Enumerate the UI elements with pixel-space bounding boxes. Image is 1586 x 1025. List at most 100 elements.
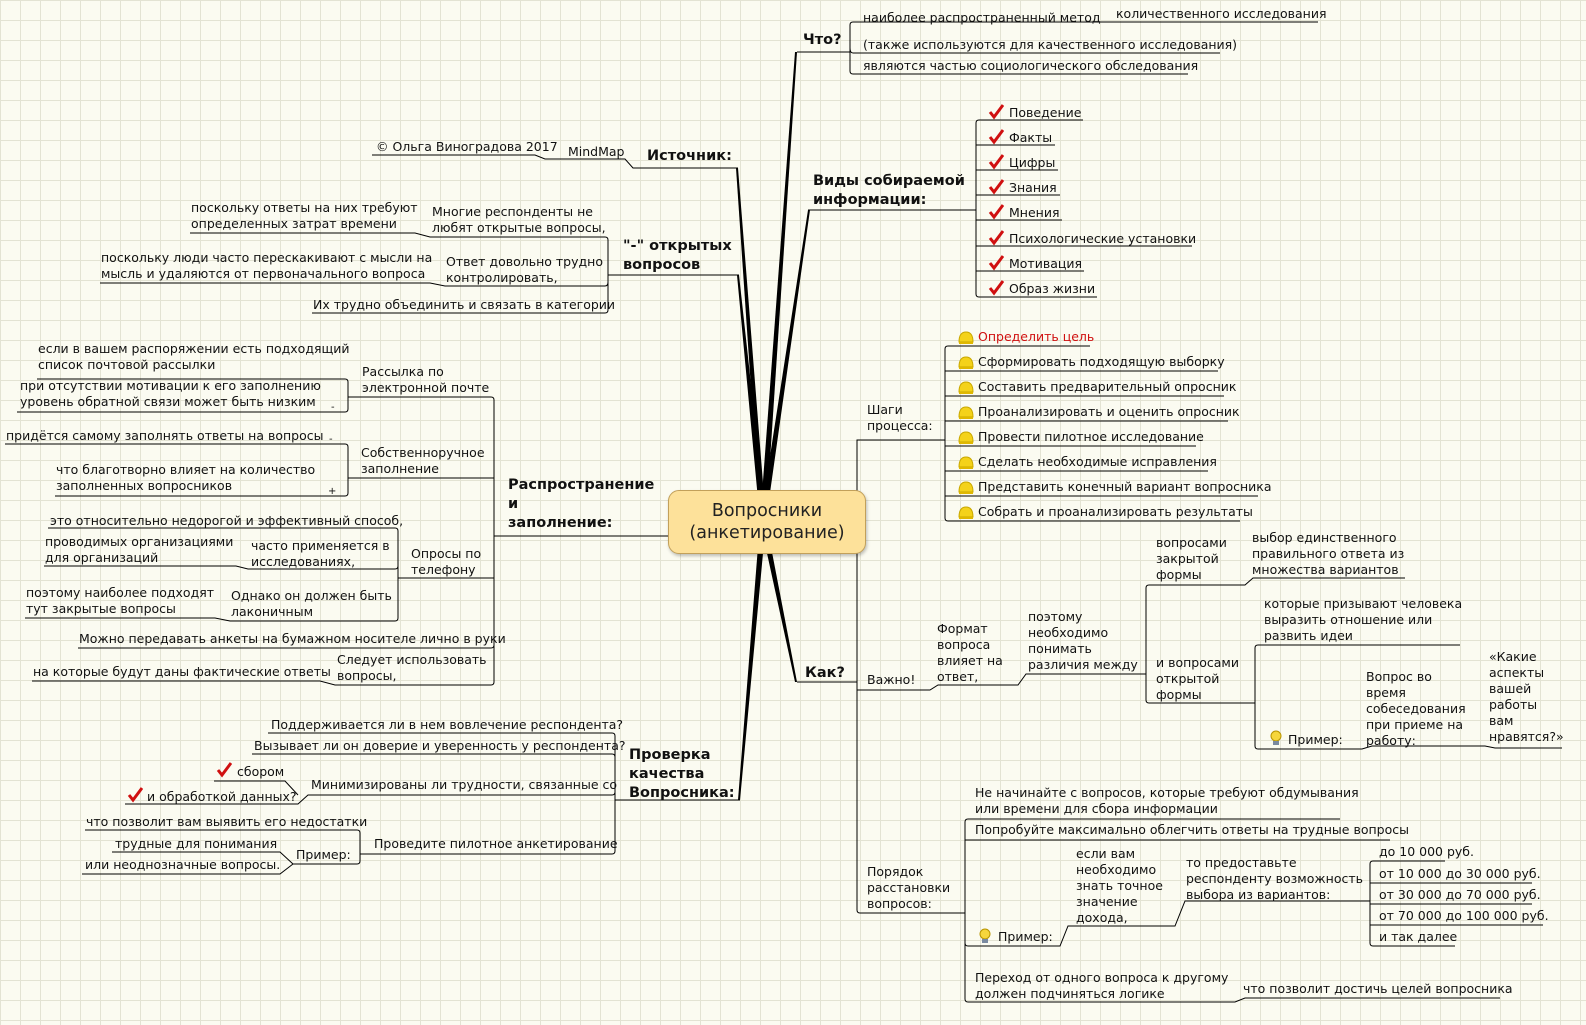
distrib-self-2[interactable]: что благотворно влияет на количество зап… — [56, 462, 316, 493]
distrib-phone-3a[interactable]: поэтому наиболее подходят тут закрытые в… — [26, 585, 215, 616]
topic-source[interactable]: Источник: — [647, 148, 732, 164]
income-range[interactable]: от 30 000 до 70 000 руб. — [1379, 887, 1541, 902]
distrib-phone-3[interactable]: Однако он должен быть лаконичным — [231, 588, 392, 619]
how-example-answer[interactable]: «Какие аспекты вашей работы вам нравятся… — [1489, 649, 1564, 744]
kinds-item[interactable]: Мотивация — [1009, 256, 1083, 271]
lamp-icon — [958, 331, 974, 344]
distrib-phone-2[interactable]: часто применяется в исследованиях, — [251, 538, 390, 569]
quality-q3b[interactable]: и обработкой данных? — [147, 789, 297, 804]
distrib-use[interactable]: Следует использовать вопросы, — [337, 652, 487, 683]
order-rule-4a[interactable]: что позволит достичь целей вопросника — [1243, 981, 1513, 996]
minus-node-a[interactable]: Многие респонденты не любят открытые воп… — [432, 204, 606, 235]
checkmark-icon — [988, 154, 1004, 170]
income-range[interactable]: до 10 000 руб. — [1379, 844, 1474, 859]
minus-node-b[interactable]: Ответ довольно трудно контролировать, — [446, 254, 603, 285]
steps-item[interactable]: Собрать и проанализировать результаты — [978, 504, 1253, 519]
quality-q1[interactable]: Поддерживается ли в нем вовлечение респо… — [271, 717, 624, 732]
how-open-1[interactable]: которые призывают человека выразить отно… — [1264, 596, 1463, 643]
steps-item[interactable]: Определить цель — [978, 329, 1095, 344]
minus-node-a1[interactable]: поскольку ответы на них требуют определе… — [191, 200, 418, 231]
how-order[interactable]: Порядок расстановки вопросов: — [867, 864, 951, 911]
source-mindmap[interactable]: MindMap — [568, 144, 625, 159]
distrib-phone-2a[interactable]: проводимых организациями для организаций — [45, 534, 234, 565]
checkmark-icon — [988, 179, 1004, 195]
minus-node-b1[interactable]: поскольку люди часто перескакивают с мыс… — [101, 250, 433, 281]
kinds-item[interactable]: Факты — [1009, 130, 1053, 145]
steps-item[interactable]: Сформировать подходящую выборку — [978, 354, 1225, 369]
lamp-icon — [958, 406, 974, 419]
source-copyright[interactable]: © Ольга Виноградова 2017 — [376, 139, 558, 154]
topic-distribution[interactable]: Распространение и заполнение: — [508, 477, 655, 531]
minus-marker: - — [331, 402, 335, 413]
distrib-self-1[interactable]: придётся самому заполнять ответы на вопр… — [6, 428, 324, 443]
checkmark-icon — [988, 104, 1004, 120]
how-format[interactable]: Формат вопроса влияет на ответ, — [937, 621, 1003, 684]
distrib-email-2[interactable]: при отсутствии мотивации к его заполнени… — [20, 378, 321, 409]
minus-marker: - — [329, 434, 333, 445]
topic-what[interactable]: Что? — [803, 32, 842, 48]
kinds-item[interactable]: Мнения — [1009, 205, 1060, 220]
distrib-email-1[interactable]: если в вашем распоряжении есть подходящи… — [38, 341, 350, 372]
distrib-self[interactable]: Собственноручное заполнение — [361, 445, 485, 476]
steps-item[interactable]: Составить предварительный опросник — [978, 379, 1237, 394]
income-range[interactable]: от 70 000 до 100 000 руб. — [1379, 908, 1549, 923]
what-node-1a[interactable]: количественного исследования — [1116, 6, 1327, 21]
how-example[interactable]: Пример: — [1288, 732, 1343, 747]
distrib-paper[interactable]: Можно передавать анкеты на бумажном носи… — [79, 631, 506, 646]
quality-example[interactable]: Пример: — [296, 847, 351, 862]
kinds-item[interactable]: Поведение — [1009, 105, 1082, 120]
lightbulb-icon — [1270, 730, 1282, 745]
topic-kinds[interactable]: Виды собираемой информации: — [813, 173, 965, 208]
lamp-icon — [958, 381, 974, 394]
how-closed-1[interactable]: выбор единственного правильного ответа и… — [1252, 530, 1405, 577]
topic-open-minus[interactable]: "-" открытых вопросов — [623, 238, 732, 273]
quality-p2[interactable]: трудные для понимания — [115, 836, 278, 851]
how-example-question[interactable]: Вопрос во время собеседования при приеме… — [1366, 669, 1466, 748]
quality-q3a[interactable]: сбором — [237, 764, 285, 779]
distrib-phone[interactable]: Опросы по телефону — [411, 546, 482, 577]
distrib-email[interactable]: Рассылка по электронной почте — [362, 364, 490, 395]
steps-item[interactable]: Сделать необходимые исправления — [978, 454, 1217, 469]
topic-how[interactable]: Как? — [805, 665, 845, 681]
checkmark-icon — [988, 204, 1004, 220]
checkmark-icon — [988, 255, 1004, 271]
quality-pilot[interactable]: Проведите пилотное анкетирование — [374, 836, 618, 851]
quality-q3[interactable]: Минимизированы ли трудности, связанные с… — [311, 777, 618, 792]
income-range[interactable]: от 10 000 до 30 000 руб. — [1379, 866, 1541, 881]
distrib-phone-1[interactable]: это относительно недорогой и эффективный… — [50, 513, 404, 528]
lamp-icon — [958, 506, 974, 519]
income-range[interactable]: и так далее — [1379, 929, 1458, 944]
how-open[interactable]: и вопросами открытой формы — [1156, 655, 1239, 702]
order-rule-1[interactable]: Не начинайте с вопросов, которые требуют… — [975, 785, 1359, 816]
kinds-item[interactable]: Знания — [1009, 180, 1057, 195]
minus-node-c[interactable]: Их трудно объединить и связать в категор… — [313, 297, 616, 312]
how-important[interactable]: Важно! — [867, 672, 916, 687]
kinds-item[interactable]: Цифры — [1009, 155, 1056, 170]
steps-item[interactable]: Провести пилотное исследование — [978, 429, 1204, 444]
order-rule-4[interactable]: Переход от одного вопроса к другому долж… — [975, 970, 1229, 1001]
order-rule-2[interactable]: Попробуйте максимально облегчить ответы … — [975, 822, 1409, 837]
what-node-1[interactable]: наиболее распространенный метод — [863, 10, 1101, 25]
how-closed[interactable]: вопросами закрытой формы — [1156, 535, 1227, 582]
quality-p1[interactable]: что позволит вам выявить его недостатки — [86, 814, 368, 829]
checkmark-icon — [988, 280, 1004, 296]
steps-item[interactable]: Проанализировать и оценить опросник — [978, 404, 1240, 419]
steps-item[interactable]: Представить конечный вариант вопросника — [978, 479, 1272, 494]
topic-quality[interactable]: Проверка качества Вопросника: — [629, 747, 735, 801]
quality-q2[interactable]: Вызывает ли он доверие и уверенность у р… — [254, 738, 626, 753]
what-node-2[interactable]: (также используются для качественного ис… — [863, 37, 1238, 52]
quality-p3[interactable]: или неоднозначные вопросы. — [85, 857, 281, 872]
order-example-a[interactable]: если вам необходимо знать точное значени… — [1076, 846, 1163, 925]
kinds-item[interactable]: Психологические установки — [1009, 231, 1197, 246]
checkmark-icon — [127, 787, 143, 803]
distrib-use-1[interactable]: на которые будут даны фактические ответы — [33, 664, 331, 679]
kinds-item[interactable]: Образ жизни — [1009, 281, 1096, 296]
how-therefore[interactable]: поэтому необходимо понимать различия меж… — [1028, 609, 1138, 672]
topic-steps[interactable]: Шаги процесса: — [867, 402, 933, 433]
order-example[interactable]: Пример: — [998, 929, 1053, 944]
what-node-3[interactable]: являются частью социологического обследо… — [863, 58, 1199, 73]
lamp-icon — [958, 356, 974, 369]
order-example-b[interactable]: то предоставьте респонденту возможность … — [1186, 855, 1363, 902]
central-topic[interactable]: Вопросники (анкетирование) — [668, 490, 866, 554]
